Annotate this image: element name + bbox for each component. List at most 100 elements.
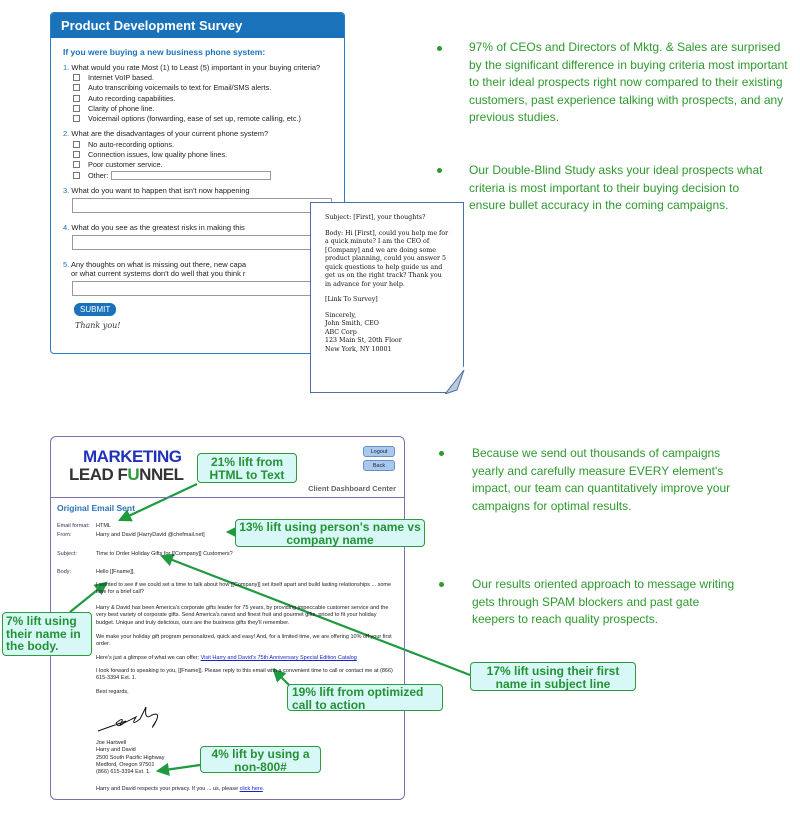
survey-form: Product Development Survey If you were b…: [50, 12, 345, 354]
thank-you-text: Thank you!: [75, 320, 121, 330]
checkbox[interactable]: [73, 150, 80, 158]
arrow-21: [118, 483, 198, 522]
field-label: Email format:: [57, 523, 90, 529]
checkbox[interactable]: [73, 161, 80, 169]
option-label: Auto transcribing voicemails to text for…: [88, 83, 272, 93]
logo: MARKETING: [83, 447, 182, 466]
arrow-17: [159, 553, 471, 677]
q-text: Any thoughts on what is missing out ther…: [70, 259, 247, 269]
back-button[interactable]: Back: [363, 460, 395, 471]
email-subject: Time to Order Holiday Gifts for [[Compan…: [96, 551, 233, 557]
checkbox[interactable]: [73, 105, 80, 113]
email-paragraph: Harry & David has been America's corpora…: [96, 605, 389, 626]
checkbox-option[interactable]: No auto-recording options.: [73, 139, 344, 149]
section-title: Original Email Sent: [57, 503, 135, 513]
dashboard-header: MARKETING LEAD FUNNEL Logout Back Client…: [51, 437, 404, 498]
survey-title: Product Development Survey: [51, 13, 344, 38]
letter-name: John Smith, CEO: [325, 320, 379, 327]
bullet-icon: [437, 46, 442, 51]
bullet-text: 97% of CEOs and Directors of Mktg. & Sal…: [469, 40, 788, 124]
q-text: What do you see as the greatest risks in…: [71, 222, 245, 232]
option-label: No auto-recording options.: [88, 139, 174, 149]
arrow-4: [155, 762, 201, 776]
checkbox[interactable]: [73, 140, 80, 148]
bullet-icon: [439, 451, 444, 456]
q-number: 1.: [63, 63, 70, 72]
privacy-link[interactable]: click here: [239, 786, 263, 792]
other-input[interactable]: [111, 170, 272, 180]
checkbox-option[interactable]: Internet VoIP based.: [73, 73, 344, 82]
checkbox-option[interactable]: Auto transcribing voicemails to text for…: [73, 83, 344, 92]
email-paragraph: Here's just a glimpse of what we can off…: [96, 655, 357, 661]
answer-input-3[interactable]: [72, 197, 332, 213]
callout-non-800: 4% lift by using a non-800#: [200, 746, 321, 773]
arrow-7: [69, 581, 108, 613]
option-label: Other:: [88, 170, 109, 180]
checkbox[interactable]: [73, 171, 80, 179]
logout-button[interactable]: Logout: [363, 446, 395, 457]
letter-subject: Subject: [First], your thoughts?: [325, 214, 426, 221]
checkbox-option[interactable]: Clarity of phone line.: [73, 104, 344, 113]
bullet-text: Because we send out thousands of campaig…: [472, 446, 731, 513]
callout-person-name: 13% lift using person's name vs company …: [235, 519, 425, 547]
checkbox-option[interactable]: Connection issues, low quality phone lin…: [73, 150, 344, 159]
checkbox[interactable]: [73, 115, 80, 123]
checkbox[interactable]: [73, 74, 80, 82]
checkbox-option[interactable]: Other:: [73, 170, 344, 180]
email-regards: Best regards,: [96, 689, 129, 695]
option-label: Clarity of phone line.: [88, 104, 155, 114]
callout-subject-name: 17% lift using their first name in subje…: [470, 662, 636, 691]
q-text: What do you want to happen that isn't no…: [71, 185, 250, 195]
callout-html-to-text: 21% lift from HTML to Text: [197, 453, 297, 483]
option-label: Auto recording capabilities.: [88, 93, 176, 103]
email-format: HTML: [96, 523, 111, 529]
checkbox-option[interactable]: Poor customer service.: [73, 160, 344, 169]
q-number: 3.: [63, 185, 70, 195]
field-label: Body:: [57, 569, 72, 575]
q-number: 2.: [63, 129, 70, 139]
letter-address: 123 Main St, 20th Floor: [325, 337, 402, 344]
email-paragraph: I wanted to see if we could set a time t…: [96, 582, 392, 596]
email-letter: Subject: [First], your thoughts? Body: H…: [310, 202, 464, 393]
q-number: 4.: [63, 222, 70, 232]
checkbox-option[interactable]: Auto recording capabilities.: [73, 94, 344, 103]
q-number: 5.: [63, 259, 70, 269]
dashboard-title: Client Dashboard Center: [308, 484, 396, 493]
callout-call-to-action: 19% lift from optimized call to action: [287, 684, 443, 711]
callout-body-name: 7% lift using their name in the body.: [2, 612, 92, 656]
email-greeting: Hello [[Fname]],: [96, 569, 135, 575]
letter-body: Body: Hi [First], could you help me for …: [325, 229, 449, 288]
page-fold-icon: [445, 370, 465, 394]
logo: LEAD FUNNEL: [69, 465, 184, 484]
checkbox-option[interactable]: Voicemail options (forwarding, ease of s…: [73, 114, 344, 123]
signature-image: [97, 706, 158, 732]
answer-input-4[interactable]: [72, 234, 332, 250]
survey-subtitle: If you were buying a new business phone …: [63, 47, 266, 57]
option-label: Poor customer service.: [88, 160, 163, 170]
checkbox[interactable]: [73, 94, 80, 102]
privacy-text: Harry and David respects your privacy. I…: [96, 786, 265, 792]
question-2: 2. What are the disadvantages of your cu…: [63, 129, 344, 138]
email-from: Harry and David [HarryDavid @chefmail.ne…: [96, 532, 205, 538]
question-1: 1. What would you rate Most (1) to Least…: [63, 63, 344, 72]
q-text: What are the disadvantages of your curre…: [71, 129, 269, 139]
letter-city: New York, NY 10001: [325, 345, 392, 353]
option-label: Voicemail options (forwarding, ease of s…: [88, 114, 301, 124]
letter-closing: Sincerely,: [325, 311, 357, 319]
letter-company: ABC Corp: [325, 328, 357, 336]
q-text: What would you rate Most (1) to Least (5…: [71, 63, 321, 72]
question-4: 4. What do you see as the greatest risks…: [63, 223, 344, 232]
email-paragraph: We make your holiday gift program person…: [96, 634, 392, 648]
checkbox[interactable]: [73, 84, 80, 92]
answer-input-5[interactable]: [72, 280, 332, 296]
submit-button[interactable]: SUBMIT: [74, 302, 117, 316]
bullet-text: Our results oriented approach to message…: [472, 577, 735, 626]
field-label: From:: [57, 532, 72, 538]
email-dashboard: MARKETING LEAD FUNNEL Logout Back Client…: [50, 436, 405, 800]
arrow-19: [272, 668, 291, 687]
catalog-link[interactable]: Visit Harry and David's 75th Anniversary…: [200, 655, 357, 661]
question-5: 5. Any thoughts on what is missing out t…: [63, 260, 344, 278]
option-label: Connection issues, low quality phone lin…: [88, 149, 228, 159]
